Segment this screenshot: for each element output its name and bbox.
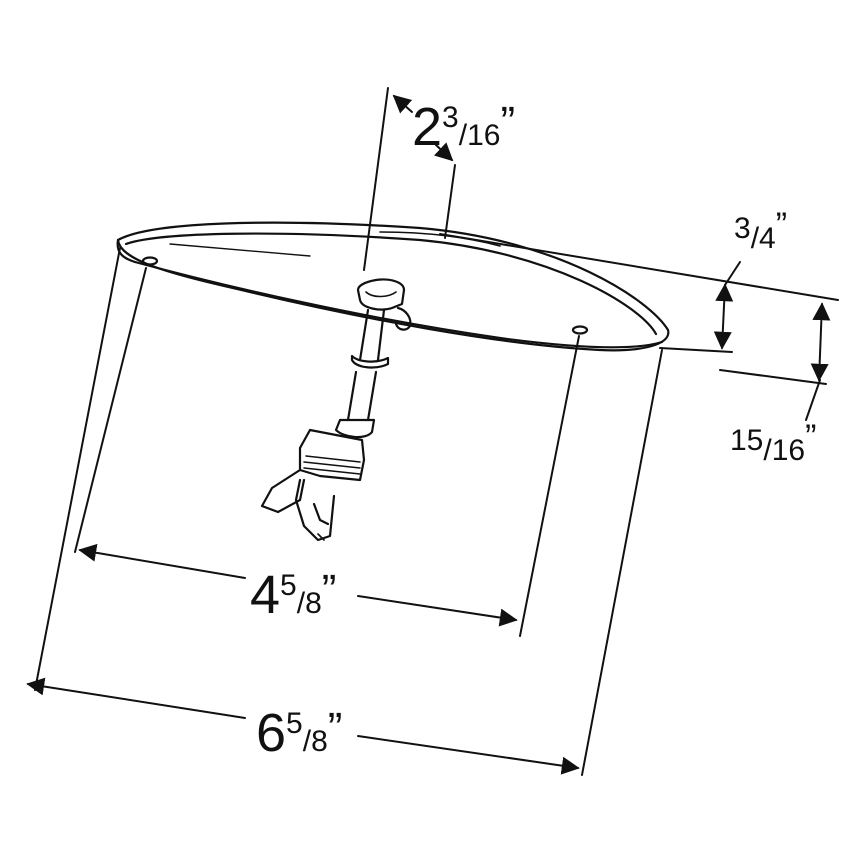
- dim-label-stem-offset: 23/16”: [412, 97, 516, 157]
- extension-lines: [34, 87, 839, 776]
- dim-label-overall-height: 15/16”: [730, 418, 817, 467]
- dim-whole: 4: [250, 565, 281, 625]
- dim-whole: 6: [256, 703, 287, 763]
- dim-numerator: 3: [734, 212, 751, 245]
- mount-hole-left: [141, 256, 159, 266]
- dim-whole: 2: [412, 97, 443, 157]
- dim-unit: ”: [500, 98, 516, 147]
- dim-label-lens-height: 3/4”: [734, 206, 788, 255]
- dim-label-mount-spacing: 45/8”: [250, 565, 337, 625]
- lamp-lens: [116, 221, 670, 352]
- dim-numerator: 5: [280, 569, 297, 602]
- dim-unit: ”: [775, 206, 788, 244]
- dim-denominator: 16: [771, 434, 806, 467]
- dim-denominator: 4: [759, 222, 776, 255]
- dim-denominator: 8: [311, 725, 328, 758]
- dim-unit: ”: [327, 704, 343, 753]
- dim-numerator: 3: [442, 101, 459, 134]
- dim-denominator: 16: [467, 119, 501, 152]
- dim-unit: ”: [321, 566, 337, 615]
- dim-label-overall-width: 65/8”: [256, 703, 343, 763]
- dim-numerator: 5: [286, 707, 303, 740]
- dim-numerator: 15: [730, 424, 764, 457]
- dim-denominator: 8: [305, 587, 322, 620]
- lamp-connector: [260, 278, 412, 542]
- dim-unit: ”: [805, 418, 817, 456]
- mount-hole-right: [571, 325, 589, 335]
- dimension-lines: [26, 94, 831, 775]
